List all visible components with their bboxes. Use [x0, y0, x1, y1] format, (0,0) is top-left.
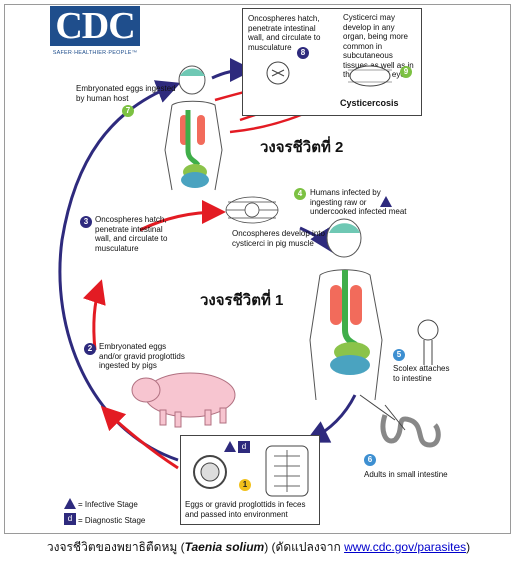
step-3b-text: Oncospheres develop into cysticerci in p…	[232, 229, 325, 248]
caption-after: ) (ดัดแปลงจาก	[264, 540, 345, 554]
step-5-text: Scolex attaches to intestine	[393, 364, 450, 383]
human-figure-right	[309, 218, 383, 401]
egg-icon	[193, 455, 227, 489]
step-6-text: Adults in small intestine	[364, 470, 448, 479]
figure-frame	[4, 4, 511, 534]
step-9-badge: 9	[400, 66, 412, 78]
step-3-text: Oncospheres hatch, penetrate intestinal …	[95, 215, 168, 253]
scolex-illustration	[417, 319, 439, 365]
step-3-badge: 3	[80, 216, 92, 228]
red-arrow-3-to-muscle	[139, 200, 226, 232]
diagnostic-badge-box: d	[238, 441, 250, 453]
proglottid-icon	[265, 445, 309, 497]
red-arrow-eggs-to-pig	[100, 405, 179, 470]
cysticercosis-label: Cysticercosis	[340, 98, 399, 108]
cycle-2-title: วงจรชีวิตที่ 2	[260, 139, 344, 156]
caption-species: Taenia solium	[184, 540, 265, 554]
cysticercus-icon	[348, 65, 392, 87]
step-7-badge: 7	[122, 105, 134, 117]
pig-muscle-cyst	[225, 196, 279, 224]
cdc-tagline: SAFER·HEALTHIER·PEOPLE™	[52, 50, 138, 56]
legend-diagnostic-text: = Diagnostic Stage	[78, 516, 146, 525]
legend-infective-symbol	[64, 498, 76, 509]
step-8-badge: 8	[297, 47, 309, 59]
legend-infective-text: = Infective Stage	[78, 500, 138, 509]
caption-end: )	[466, 540, 471, 554]
red-arrow-2-to-3	[82, 279, 106, 351]
caption-source-link[interactable]: www.cdc.gov/parasites	[344, 540, 467, 554]
step-7-text: Embryonated eggs ingested by human host	[76, 84, 176, 103]
box-cycle2-info	[242, 8, 422, 116]
step-2-badge: 2	[84, 343, 96, 355]
step-4-infective-icon	[380, 196, 392, 207]
step-4-badge: 4	[294, 188, 306, 200]
step-5-badge: 5	[393, 349, 405, 361]
cdc-logo: CDC	[50, 6, 140, 46]
caption-main: วงจรชีวิตของพยาธิตืดหมู (	[46, 540, 185, 554]
step-6-badge: 6	[364, 454, 376, 466]
step-1-badge: 1	[239, 479, 251, 491]
adult-worm-illustration	[380, 414, 441, 448]
cycle-1-title: วงจรชีวิตที่ 1	[200, 292, 284, 309]
infective-badge-box	[224, 441, 236, 452]
figure-caption: วงจรชีวิตของพยาธิตืดหมู (Taenia solium) …	[0, 538, 517, 557]
oncosphere-icon	[266, 61, 290, 85]
step-1-text: Eggs or gravid proglottids in feces and …	[185, 500, 306, 519]
pig-illustration	[131, 372, 236, 428]
human-figure-top	[164, 65, 223, 191]
legend-diagnostic-symbol: d	[64, 513, 76, 525]
step-8-text: Oncospheres hatch, penetrate intestinal …	[248, 14, 321, 52]
step-4-text: Humans infected by ingesting raw or unde…	[310, 188, 407, 216]
step-2-text: Embryonated eggs and/or gravid proglotti…	[99, 342, 185, 370]
arrow-to-eggs	[304, 394, 357, 443]
